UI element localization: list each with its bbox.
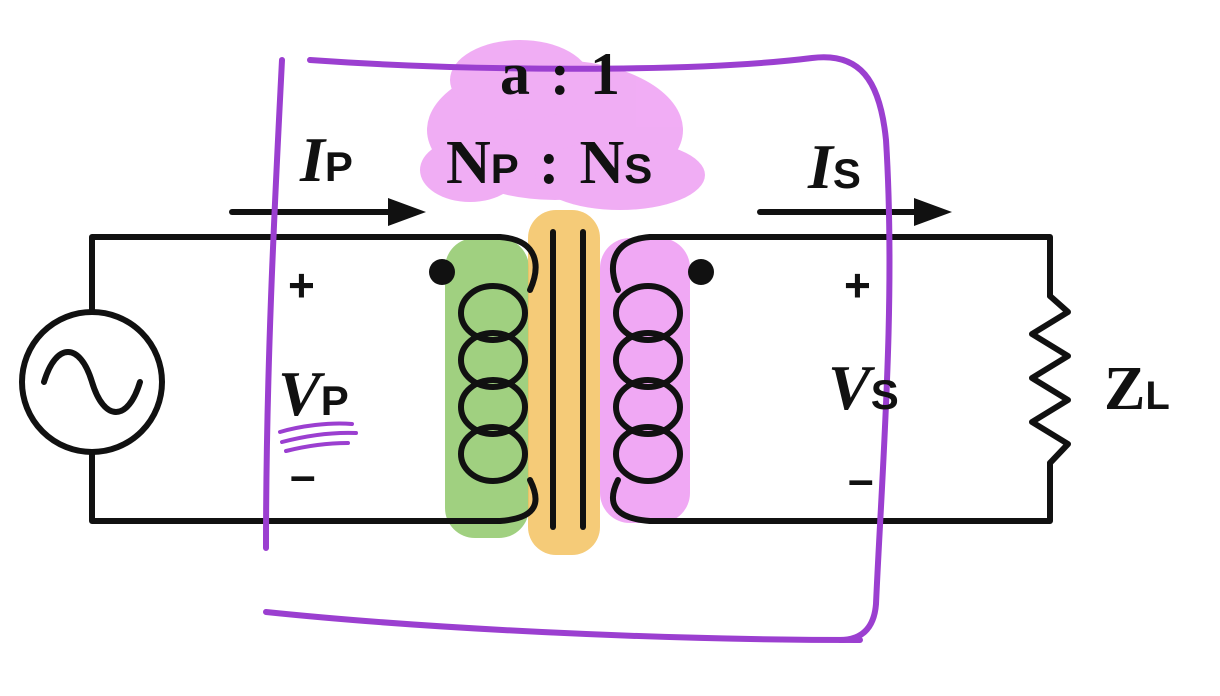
secondary-coil-icon [609, 234, 683, 524]
primary-wires [89, 234, 503, 524]
primary-voltage-label: VP [278, 362, 349, 426]
secondary-plus-sign: + [844, 259, 871, 311]
load-resistor-icon [1029, 293, 1071, 466]
ip-subscript: P [324, 143, 353, 190]
is-subscript: S [832, 150, 861, 197]
primary-minus-sign: – [290, 449, 316, 501]
ratio-one: 1 [589, 41, 620, 107]
purple-annotation-box [263, 54, 893, 643]
orange-highlight-core [528, 210, 600, 555]
primary-polarity-dot [429, 259, 455, 285]
secondary-minus-sign: – [848, 453, 874, 505]
primary-plus-sign: + [288, 259, 315, 311]
ns-symbol: N [579, 129, 625, 197]
vs-subscript: S [870, 371, 899, 418]
np-subscript: P [490, 145, 519, 192]
ip-symbol: I [300, 124, 325, 195]
pink-highlight-ratio [420, 40, 705, 210]
zl-subscript: L [1145, 374, 1170, 418]
vp-underline-scribble [278, 421, 358, 453]
secondary-current-arrow-icon [757, 198, 952, 226]
np-symbol: N [446, 129, 491, 197]
core-icon [550, 229, 586, 530]
ns-subscript: S [624, 145, 653, 192]
turns-sep: : [538, 129, 560, 197]
turns-label: NP:NS [446, 132, 652, 194]
vp-symbol: V [278, 358, 321, 429]
load-label: ZL [1104, 358, 1170, 420]
primary-coil-icon [458, 234, 539, 524]
ac-source-icon [19, 309, 165, 455]
primary-current-arrow-icon [229, 198, 426, 226]
vs-symbol: V [828, 352, 871, 423]
vp-subscript: P [320, 377, 349, 424]
ratio-sep: : [550, 41, 570, 107]
secondary-polarity-dot [688, 259, 714, 285]
primary-current-label: IP [300, 128, 353, 192]
zl-symbol: Z [1104, 355, 1146, 423]
secondary-current-label: IS [808, 135, 861, 199]
secondary-wires [647, 234, 1053, 524]
ratio-a: a [500, 41, 530, 107]
is-symbol: I [808, 131, 833, 202]
turns-ratio-label: a:1 [500, 44, 620, 104]
secondary-voltage-label: VS [828, 356, 899, 420]
